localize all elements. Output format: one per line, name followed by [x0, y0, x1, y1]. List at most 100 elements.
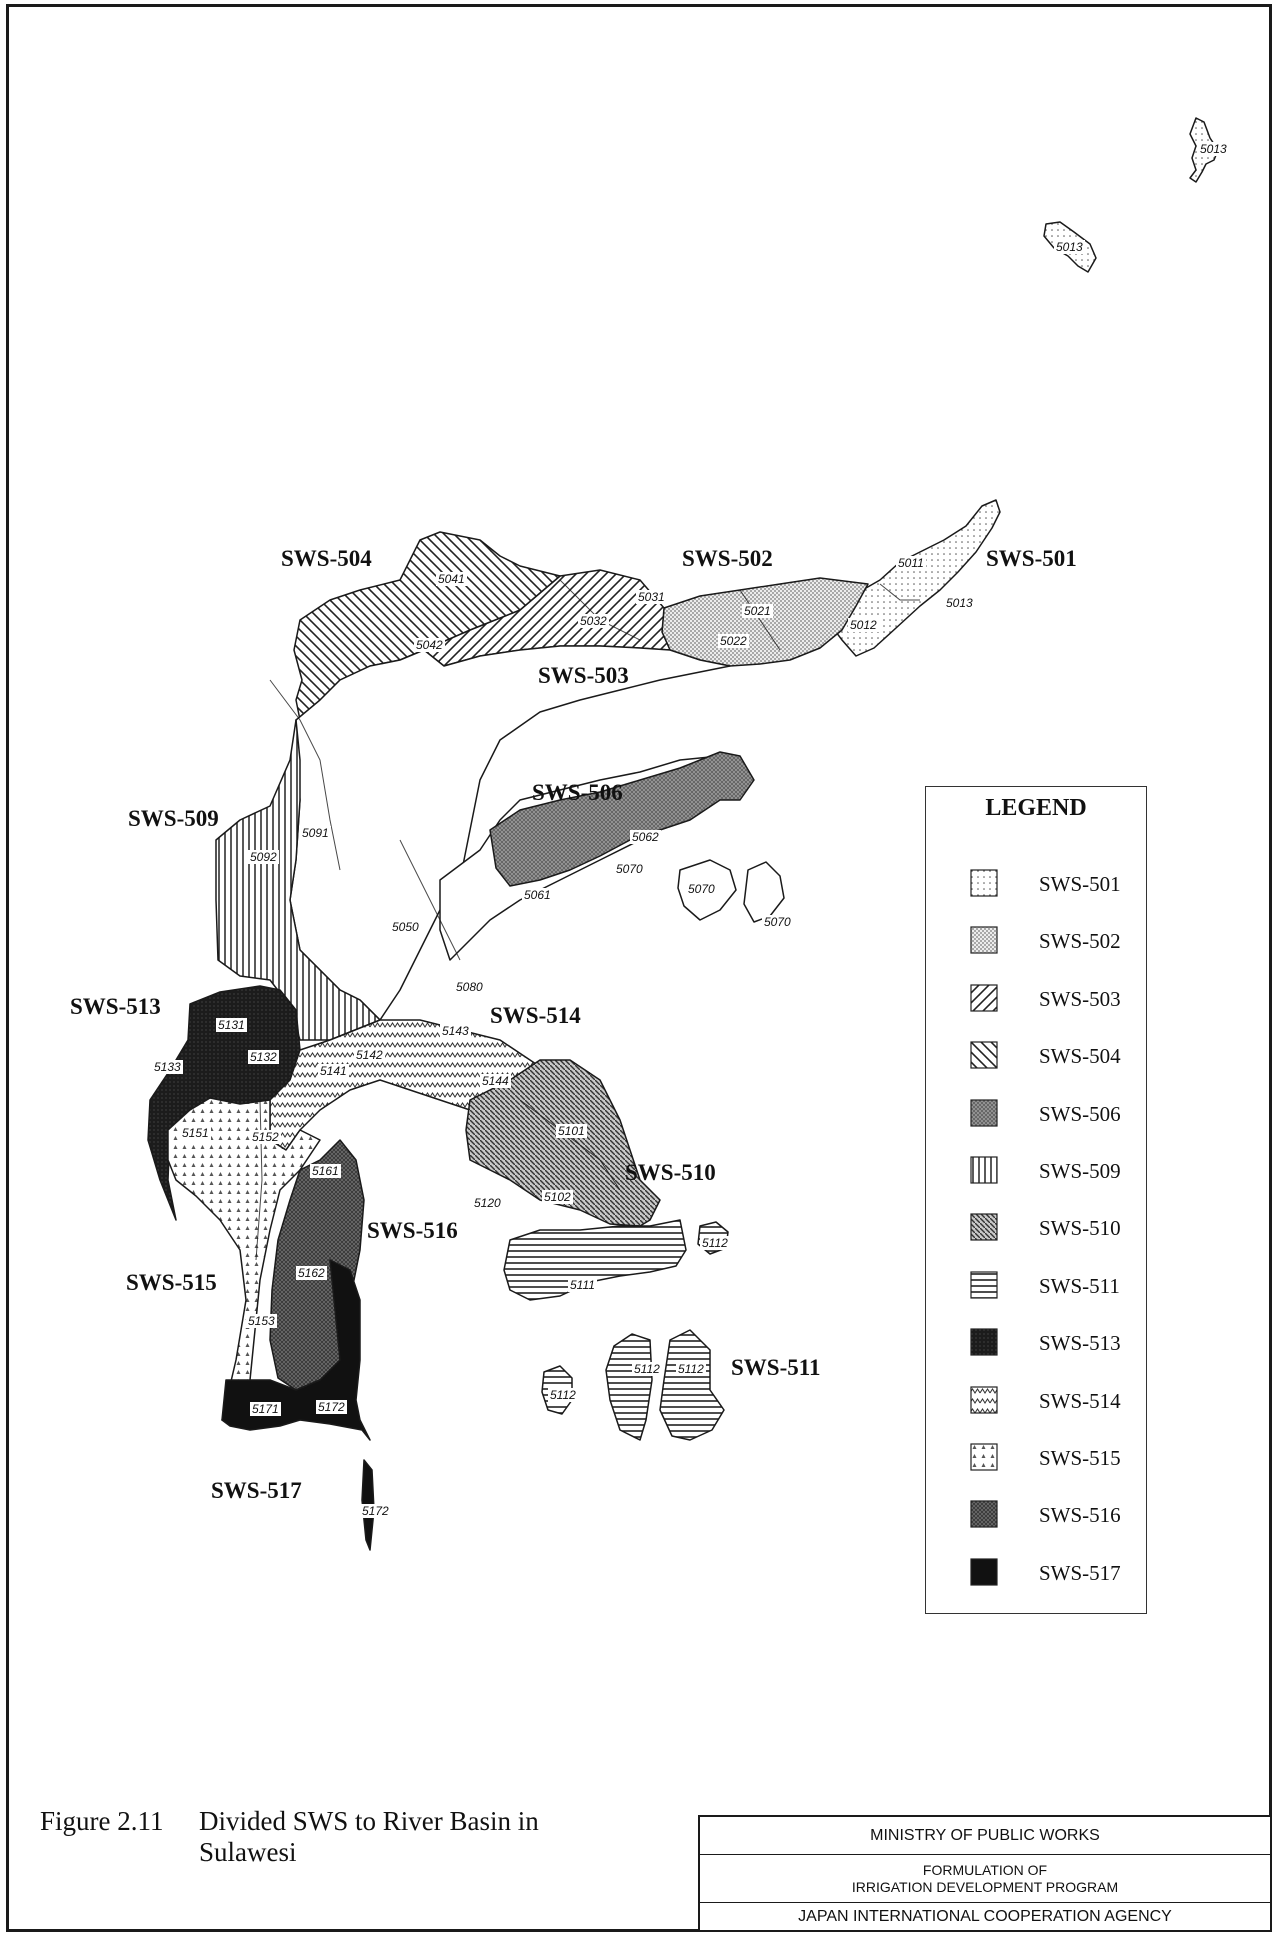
region-sws-515 [167, 1097, 321, 1421]
basin-code-label: 5112 [700, 1236, 730, 1250]
legend-swatch [970, 926, 998, 954]
region-sws-511 [503, 1219, 687, 1301]
region-sws-511-island-a [605, 1333, 653, 1441]
legend-item-label: SWS-509 [1039, 1159, 1121, 1183]
legend-item: SWS-502 [970, 926, 1140, 958]
legend-item-label: SWS-513 [1039, 1331, 1121, 1356]
map-label-sws-510: SWS-510 [625, 1160, 716, 1185]
title-block-agency: JAPAN INTERNATIONAL COOPERATION AGENCY [798, 1908, 1172, 1925]
map-label-sws-517: SWS-517 [211, 1478, 302, 1503]
map-label-sws-506: SWS-506 [532, 780, 623, 805]
basin-code-label: 5151 [180, 1126, 211, 1140]
basin-code-label: 5161 [310, 1164, 341, 1178]
basin-code-label: 5041 [436, 572, 467, 586]
legend-item: SWS-517 [970, 1558, 1140, 1590]
basin-code-label: 5070 [686, 882, 717, 896]
basin-code-label: 5133 [152, 1060, 183, 1074]
basin-code-label: 5162 [296, 1266, 327, 1280]
caption-line-2: Sulawesi [199, 1837, 297, 1867]
basin-code-label: 5112 [548, 1388, 578, 1402]
region-sws-504 [293, 531, 561, 721]
legend-item: SWS-514 [970, 1385, 1140, 1418]
map-label-sws-511: SWS-511 [731, 1355, 821, 1380]
basin-code-label: 5152 [250, 1130, 281, 1144]
figure-caption: Figure 2.11 Divided SWS to River Basin in… [40, 1806, 539, 1868]
legend-swatch [970, 1328, 998, 1356]
legend-swatch [970, 1041, 998, 1069]
map-label-sws-514: SWS-514 [490, 1003, 581, 1028]
region-sws-501 [829, 499, 1001, 657]
legend-item-label: SWS-502 [1039, 929, 1121, 954]
basin-code-label: 5080 [454, 980, 485, 994]
basin-code-label: 5042 [414, 638, 445, 652]
legend-swatch [970, 1213, 998, 1241]
legend-swatch [970, 1500, 998, 1528]
basin-code-label: 5031 [636, 590, 667, 604]
legend-swatch [970, 1385, 998, 1414]
legend-item: SWS-509 [970, 1156, 1140, 1188]
legend-item-label: SWS-510 [1039, 1216, 1121, 1241]
basin-code-label: 5011 [896, 556, 926, 570]
legend-item-label: SWS-511 [1039, 1273, 1120, 1298]
legend-item: SWS-515 [970, 1443, 1140, 1475]
legend-item-label: SWS-504 [1039, 1044, 1121, 1069]
legend-swatch [970, 1271, 998, 1299]
legend-item: SWS-511 [970, 1271, 1140, 1303]
legend-swatch [970, 1156, 998, 1184]
legend-swatch [970, 869, 998, 897]
basin-code-label: 5153 [246, 1314, 277, 1328]
basin-code-label: 5143 [440, 1024, 471, 1038]
title-block-ministry: MINISTRY OF PUBLIC WORKS [700, 1817, 1270, 1855]
basin-code-label: 5120 [472, 1196, 503, 1210]
basin-code-label: 5101 [556, 1124, 587, 1138]
region-sws-510 [465, 1059, 661, 1227]
basin-code-label: 5112 [676, 1362, 706, 1376]
basin-code-label: 5092 [248, 850, 279, 864]
legend-item: SWS-504 [970, 1041, 1140, 1073]
legend-item: SWS-513 [970, 1328, 1140, 1360]
basin-code-label: 5171 [250, 1402, 281, 1416]
map-frame [6, 4, 1272, 1932]
basin-code-label: 5013 [1054, 240, 1085, 254]
legend-item-label: SWS-501 [1039, 872, 1121, 896]
caption-line-1: Divided SWS to River Basin in [199, 1806, 539, 1836]
basin-code-label: 5131 [216, 1018, 247, 1032]
legend-item-label: SWS-517 [1039, 1560, 1121, 1585]
map-label-sws-515: SWS-515 [126, 1270, 217, 1295]
legend-item: SWS-506 [970, 1098, 1140, 1131]
title-block-formulation-line-1: FORMULATION OF [922, 1862, 1048, 1878]
basin-code-label: 5144 [480, 1074, 511, 1088]
legend-item-label: SWS-514 [1039, 1388, 1121, 1413]
basin-code-label: 5172 [360, 1504, 391, 1518]
basin-code-label: 5142 [354, 1048, 385, 1062]
map-label-sws-504: SWS-504 [281, 546, 372, 571]
basin-code-label: 5141 [318, 1064, 349, 1078]
legend-item-label: SWS-515 [1039, 1446, 1121, 1470]
legend-item: SWS-503 [970, 984, 1140, 1016]
legend-item: SWS-510 [970, 1213, 1140, 1245]
basin-code-label: 5021 [742, 604, 773, 618]
map-label-sws-503: SWS-503 [538, 663, 629, 688]
region-island-5070-b [743, 861, 785, 923]
region-sws-509 [215, 719, 381, 1041]
map-label-sws-516: SWS-516 [367, 1218, 458, 1243]
basin-code-label: 5012 [848, 618, 879, 632]
map-label-sws-502: SWS-502 [682, 546, 773, 571]
basin-code-label: 5050 [390, 920, 421, 934]
region-sws-517 [221, 1259, 371, 1441]
legend-swatch [970, 1443, 998, 1471]
basin-code-label: 5022 [718, 634, 749, 648]
legend-item-label: SWS-503 [1039, 986, 1121, 1011]
legend-item: SWS-516 [970, 1500, 1140, 1532]
map-label-sws-513: SWS-513 [70, 994, 161, 1019]
legend-swatch [970, 1098, 998, 1127]
title-block: MINISTRY OF PUBLIC WORKS FORMULATION OF … [698, 1815, 1272, 1932]
basin-code-label: 5111 [568, 1278, 597, 1292]
legend-swatch [970, 984, 998, 1012]
basin-code-label: 5132 [248, 1050, 279, 1064]
region-sws-502 [661, 577, 869, 667]
basin-code-label: 5102 [542, 1190, 573, 1204]
figure-number: Figure 2.11 [40, 1806, 164, 1836]
basin-code-label: 5013 [1198, 142, 1229, 156]
